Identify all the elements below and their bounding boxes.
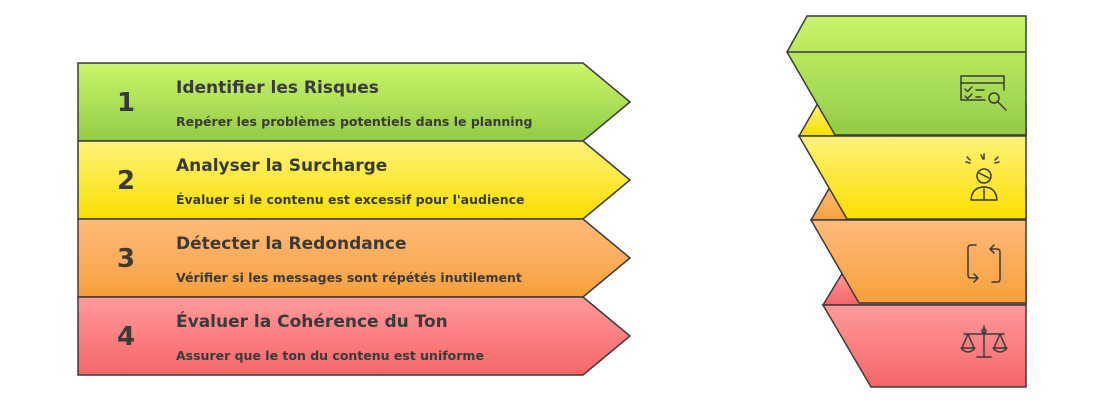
step-2-title: Analyser la Surcharge bbox=[176, 156, 388, 176]
step-2-description: Évaluer si le contenu est excessif pour … bbox=[176, 192, 525, 207]
step-1-description: Repérer les problèmes potentiels dans le… bbox=[176, 114, 533, 129]
step-4-description: Assurer que le ton du contenu est unifor… bbox=[176, 348, 484, 363]
layer-yellow-front bbox=[797, 135, 1027, 220]
step-list bbox=[77, 62, 632, 376]
layer-orange-front bbox=[809, 219, 1027, 304]
layer-red-front bbox=[821, 304, 1027, 388]
stressed-person-icon bbox=[965, 153, 1000, 201]
step-3-band bbox=[77, 218, 632, 298]
step-1-title: Identifier les Risques bbox=[176, 78, 379, 98]
balance-scale-icon bbox=[960, 325, 1008, 358]
step-3-number: 3 bbox=[116, 244, 136, 274]
step-1-band bbox=[77, 62, 632, 142]
step-4-title: Évaluer la Cohérence du Ton bbox=[176, 312, 448, 332]
step-4-number: 4 bbox=[116, 322, 136, 352]
step-3-description: Vérifier si les messages sont répétés in… bbox=[176, 270, 522, 285]
step-4-band bbox=[77, 296, 632, 376]
layer-green-front bbox=[786, 15, 1027, 136]
step-2-band bbox=[77, 140, 632, 220]
step-2-number: 2 bbox=[116, 166, 136, 196]
layer-stack bbox=[786, 15, 1027, 388]
step-1-number: 1 bbox=[116, 88, 136, 118]
checklist-search-icon bbox=[960, 75, 1007, 111]
repeat-arrows-icon bbox=[967, 244, 1001, 283]
step-3-title: Détecter la Redondance bbox=[176, 234, 407, 254]
